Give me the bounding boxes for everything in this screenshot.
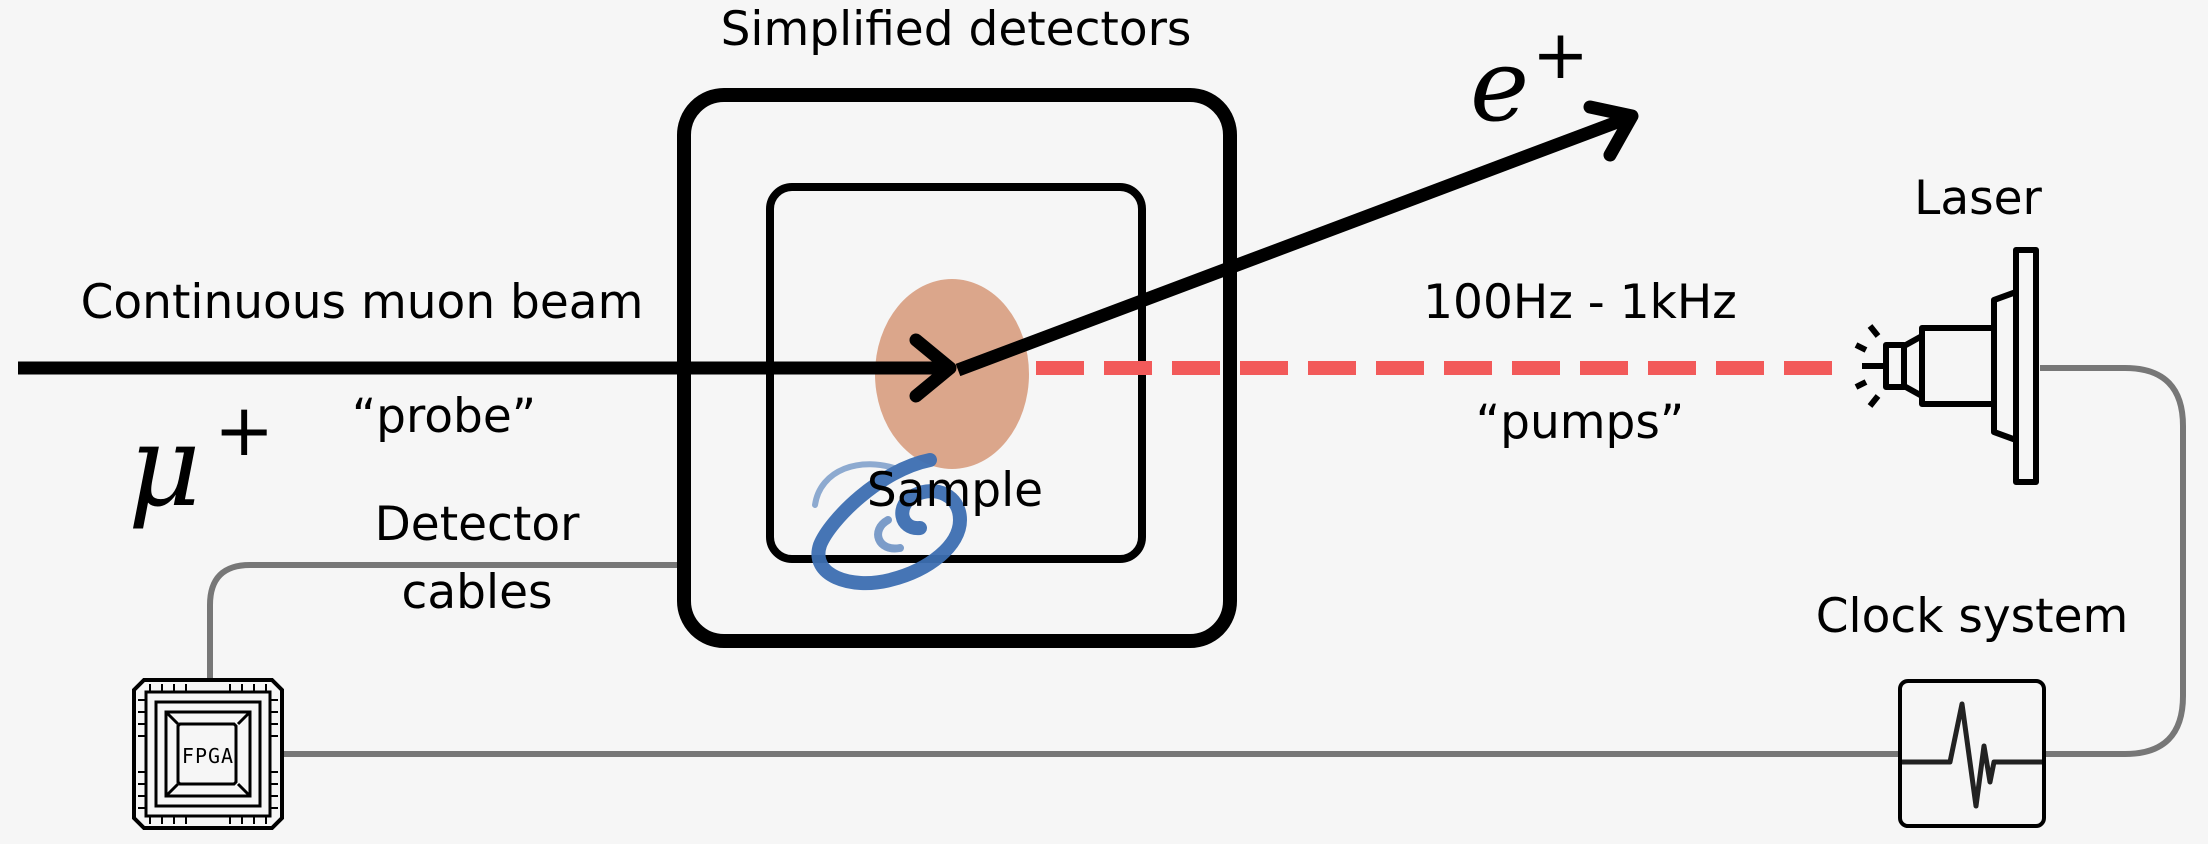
- clock-label: Clock system: [1816, 589, 2129, 644]
- laser-device: [1854, 247, 2039, 485]
- fpga-chip-icon: FPGA: [132, 678, 284, 830]
- pumps-label: “pumps”: [1476, 395, 1684, 450]
- swirl-logo: [811, 453, 968, 591]
- muon-superscript: +: [214, 388, 274, 472]
- detectors-label: Simplified detectors: [721, 2, 1192, 57]
- beam-label: Continuous muon beam: [81, 275, 644, 330]
- positron-superscript: +: [1532, 16, 1589, 95]
- probe-label: “probe”: [352, 389, 536, 444]
- frequency-label: 100Hz - 1kHz: [1423, 275, 1737, 330]
- detector-cable: [207, 562, 684, 680]
- sample-label: Sample: [867, 463, 1043, 518]
- fpga-label: FPGA: [182, 744, 234, 768]
- muon-beam-arrowhead: [909, 333, 957, 403]
- positron-symbol: e: [1470, 27, 1529, 144]
- cables-label-line1: Detector: [375, 497, 580, 552]
- laser-label: Laser: [1914, 171, 2042, 226]
- cables-label-line2: cables: [402, 565, 553, 620]
- positron-arrowhead: [1583, 100, 1639, 162]
- muon-symbol: μ: [128, 402, 201, 532]
- positron-track: [955, 111, 1631, 377]
- clock-laser-cable: [2040, 365, 2186, 757]
- clock-system-box: [1898, 679, 2046, 828]
